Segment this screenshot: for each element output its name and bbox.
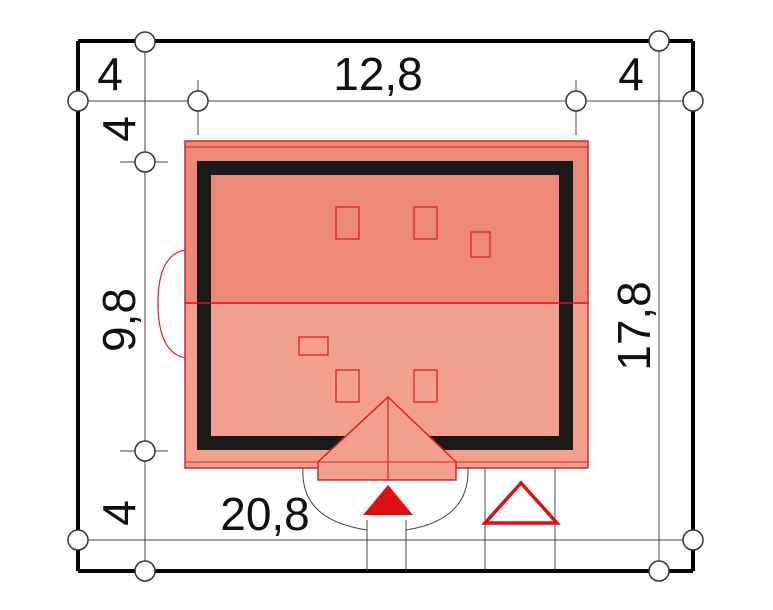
dimension-bottom-total-width: 20,8 [220,488,310,540]
survey-node [682,90,704,112]
plot-boundary [76,39,695,573]
dimension-left-height: 9,8 [93,288,145,352]
survey-node [134,31,156,53]
dimension-top-width: 12,8 [333,48,423,100]
access-arc [405,467,469,531]
survey-node [682,529,704,551]
guide-lines [78,41,693,571]
roof-window [335,206,360,240]
dimension-left-bottom-setback: 4 [93,500,145,526]
roof-window [413,206,438,240]
access-arc [302,467,368,531]
survey-nodes [67,30,704,582]
roof-windows [298,206,491,403]
survey-node [134,440,156,462]
dimension-right-total-height: 17,8 [608,281,660,371]
building [157,140,589,531]
survey-node [67,529,89,551]
dimension-top-right-setback: 4 [618,48,644,100]
bay-window [157,249,186,359]
survey-node [134,151,156,173]
survey-node [134,560,156,582]
survey-node [187,90,209,112]
garage-entrance-marker [481,480,561,525]
dimension-left-top-setback: 4 [93,116,145,142]
roof-window [335,369,360,403]
survey-node [648,30,670,52]
main-entrance-marker [363,485,413,515]
survey-node [67,90,89,112]
dimension-top-left-setback: 4 [97,48,123,100]
survey-node [565,90,587,112]
roof-window [470,231,491,258]
roof-window [413,369,438,403]
roof-window [298,336,329,356]
entrance-porch [317,395,457,481]
survey-node [648,560,670,582]
